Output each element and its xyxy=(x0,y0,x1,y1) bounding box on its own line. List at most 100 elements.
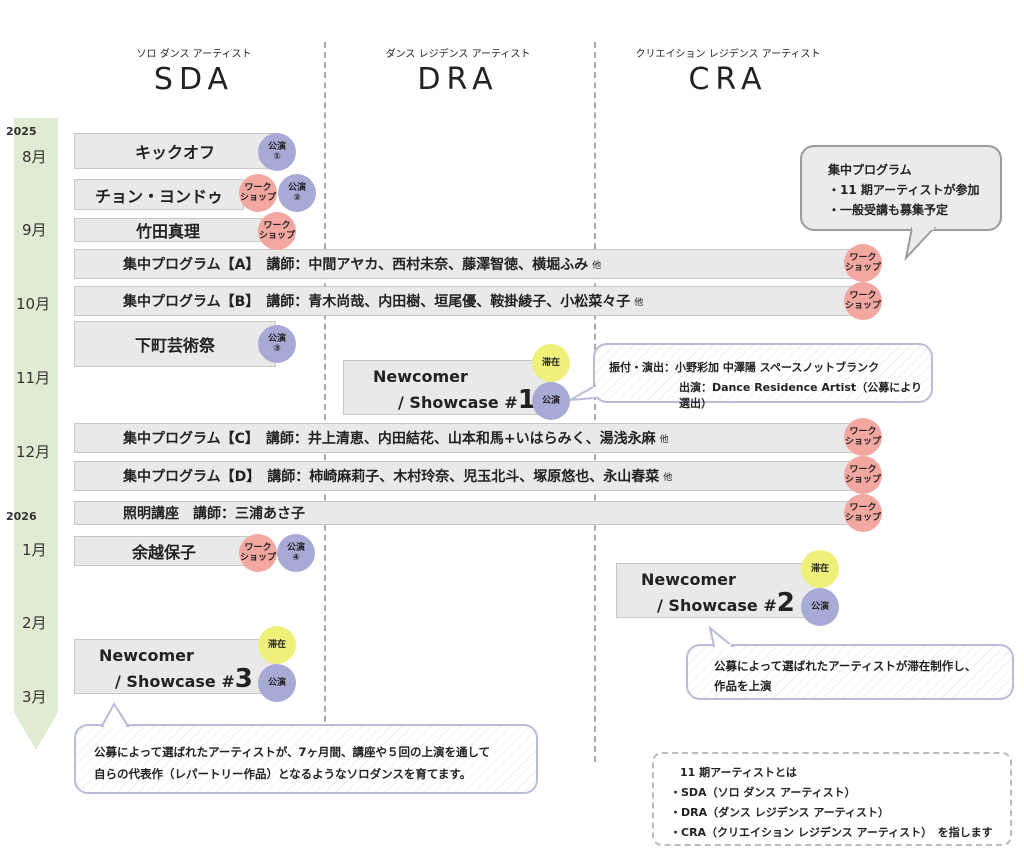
intensive-program-c: 集中プログラム【C】 講師：井上清恵、内田結花、山本和馬+いはらみく、湯浅永麻他 xyxy=(74,423,862,453)
workshop-badge: ワークショップ xyxy=(844,282,882,320)
showcase-subtitle: / Showcase #2 xyxy=(657,588,795,618)
badge-text: 公演 xyxy=(267,141,286,152)
badge-text: ショップ xyxy=(239,553,276,563)
showcase-label: / Showcase # xyxy=(657,596,777,615)
residency-badge: 滞在 xyxy=(532,344,570,382)
program-label: 照明講座 講師：三浦あさ子 xyxy=(123,506,305,522)
badge-text: ワーク xyxy=(849,464,877,475)
badge-text: ショップ xyxy=(258,231,295,241)
year-label-2025: 2025 xyxy=(6,125,37,138)
bubble-line: 作品を上演 xyxy=(714,679,772,693)
showcase-2: Newcomer / Showcase #2 xyxy=(616,563,822,618)
workshop-badge: ワークショップ xyxy=(844,244,882,282)
callout-tail xyxy=(904,226,937,262)
badge-text: 滞在 xyxy=(267,639,286,650)
bubble-line: 公募によって選ばれたアーティストが滞在制作し、 xyxy=(714,659,977,673)
badge-text: ワーク xyxy=(263,220,291,231)
badge-text: 公演 xyxy=(287,182,306,193)
year-label-2026: 2026 xyxy=(6,510,37,523)
note-title: 11 期アーティストとは xyxy=(680,766,797,779)
note-line: ・DRA（ダンス レジデンス アーティスト） xyxy=(670,806,890,819)
badge-text: ワーク xyxy=(244,182,272,193)
event-yogoshi-yasuko: 余越保子 xyxy=(74,536,254,566)
column-title-sda: SDA xyxy=(153,62,235,97)
intensive-program-callout: 集中プログラム ・11 期アーティストが参加 ・一般受講も募集予定 xyxy=(800,145,1002,231)
month-label: 1月 xyxy=(22,541,47,559)
performance-badge: 公演 xyxy=(801,588,839,626)
program-label: 集中プログラム【D】 講師：柿崎麻莉子、木村玲奈、児玉北斗、塚原悠也、永山春菜 xyxy=(123,469,660,485)
column-divider-1 xyxy=(324,42,326,762)
etc-label: 他 xyxy=(634,297,644,308)
month-label: 11月 xyxy=(16,369,51,387)
performance-badge: 公演 xyxy=(258,664,296,702)
badge-text: ワーク xyxy=(244,542,272,553)
badge-number: ① xyxy=(273,152,281,162)
badge-text: 公演 xyxy=(267,677,286,688)
event-label: チョン・ヨンドゥ xyxy=(94,186,223,206)
badge-text: ショップ xyxy=(844,513,881,523)
showcase-title: Newcomer xyxy=(373,367,468,386)
etc-label: 他 xyxy=(663,472,673,483)
month-label: 2月 xyxy=(22,614,47,632)
showcase-3: Newcomer / Showcase #3 xyxy=(74,639,274,694)
event-label: 余越保子 xyxy=(131,543,196,562)
month-label: 9月 xyxy=(22,221,47,239)
badge-text: 公演 xyxy=(286,542,305,553)
callout-title: 集中プログラム xyxy=(828,163,912,177)
workshop-badge: ワークショップ xyxy=(844,456,882,494)
bubble-tail xyxy=(708,626,735,648)
showcase-number: 2 xyxy=(776,588,795,618)
badge-text: ワーク xyxy=(849,426,877,437)
etc-label: 他 xyxy=(659,434,669,445)
bubble-tail xyxy=(100,702,130,728)
bubble-line: 振付・演出：小野彩加 中澤陽 スペースノットブランク xyxy=(609,361,880,374)
event-label: キックオフ xyxy=(134,143,215,162)
callout-line: ・一般受講も募集予定 xyxy=(828,203,949,217)
bubble-line: 自らの代表作（レパートリー作品）となるようなソロダンスを育てます。 xyxy=(94,767,472,781)
program-label: 集中プログラム【B】 講師：青木尚哉、内田樹、垣尾優、鞍掛綾子、小松菜々子 xyxy=(123,294,631,310)
badge-number: ③ xyxy=(273,344,281,354)
showcase-number: 1 xyxy=(517,385,536,415)
showcase-label: / Showcase # xyxy=(398,393,518,412)
program-label: 集中プログラム【C】 講師：井上清恵、内田結花、山本和馬+いはらみく、湯浅永麻 xyxy=(123,431,656,447)
badge-text: ショップ xyxy=(844,301,881,311)
month-label: 10月 xyxy=(16,295,51,313)
badge-number: ② xyxy=(293,193,301,203)
badge-text: ショップ xyxy=(844,263,881,273)
month-label: 8月 xyxy=(22,148,47,166)
workshop-badge: ワークショップ xyxy=(844,494,882,532)
badge-text: ショップ xyxy=(239,193,276,203)
workshop-badge: ワークショップ xyxy=(239,174,277,212)
artist-definition-note: 11 期アーティストとは ・SDA（ソロ ダンス アーティスト） ・DRA（ダン… xyxy=(652,752,1012,846)
event-kickoff: キックオフ xyxy=(74,133,276,169)
dra-credits-bubble: 振付・演出：小野彩加 中澤陽 スペースノットブランク 出演：Dance Resi… xyxy=(593,343,933,410)
showcase-title: Newcomer xyxy=(99,646,194,665)
badge-text: 公演 xyxy=(267,333,286,344)
intensive-program-a: 集中プログラム【A】 講師：中間アヤカ、西村未奈、藤澤智徳、横堀ふみ他 xyxy=(74,249,862,279)
column-title-dra: DRA xyxy=(417,62,499,97)
timeline-arrow xyxy=(14,118,58,750)
column-divider-2 xyxy=(594,42,596,762)
showcase-subtitle: / Showcase #1 xyxy=(398,385,536,415)
month-label: 12月 xyxy=(16,443,51,461)
event-label: 竹田真理 xyxy=(135,222,200,241)
column-sub-sda: ソロ ダンス アーティスト xyxy=(136,49,252,60)
residency-badge: 滞在 xyxy=(801,550,839,588)
callout-line: ・11 期アーティストが参加 xyxy=(828,183,980,197)
event-shitamachi-festival: 下町芸術祭 xyxy=(74,321,276,367)
sda-description-bubble: 公募によって選ばれたアーティストが、7ヶ月間、講座や５回の上演を通して 自らの代… xyxy=(74,724,538,794)
bubble-tail xyxy=(569,384,597,401)
column-title-cra: CRA xyxy=(688,62,768,97)
badge-text: ショップ xyxy=(844,475,881,485)
intensive-program-b: 集中プログラム【B】 講師：青木尚哉、内田樹、垣尾優、鞍掛綾子、小松菜々子他 xyxy=(74,286,862,316)
showcase-1: Newcomer / Showcase #1 xyxy=(343,360,555,415)
badge-text: ショップ xyxy=(844,437,881,447)
column-sub-cra: クリエイション レジデンス アーティスト xyxy=(635,49,821,60)
badge-text: 公演 xyxy=(541,395,560,406)
showcase-label: / Showcase # xyxy=(115,672,235,691)
note-line: ・CRA（クリエイション レジデンス アーティスト） を指します xyxy=(670,826,993,839)
cra-description-bubble: 公募によって選ばれたアーティストが滞在制作し、 作品を上演 xyxy=(686,644,1014,700)
